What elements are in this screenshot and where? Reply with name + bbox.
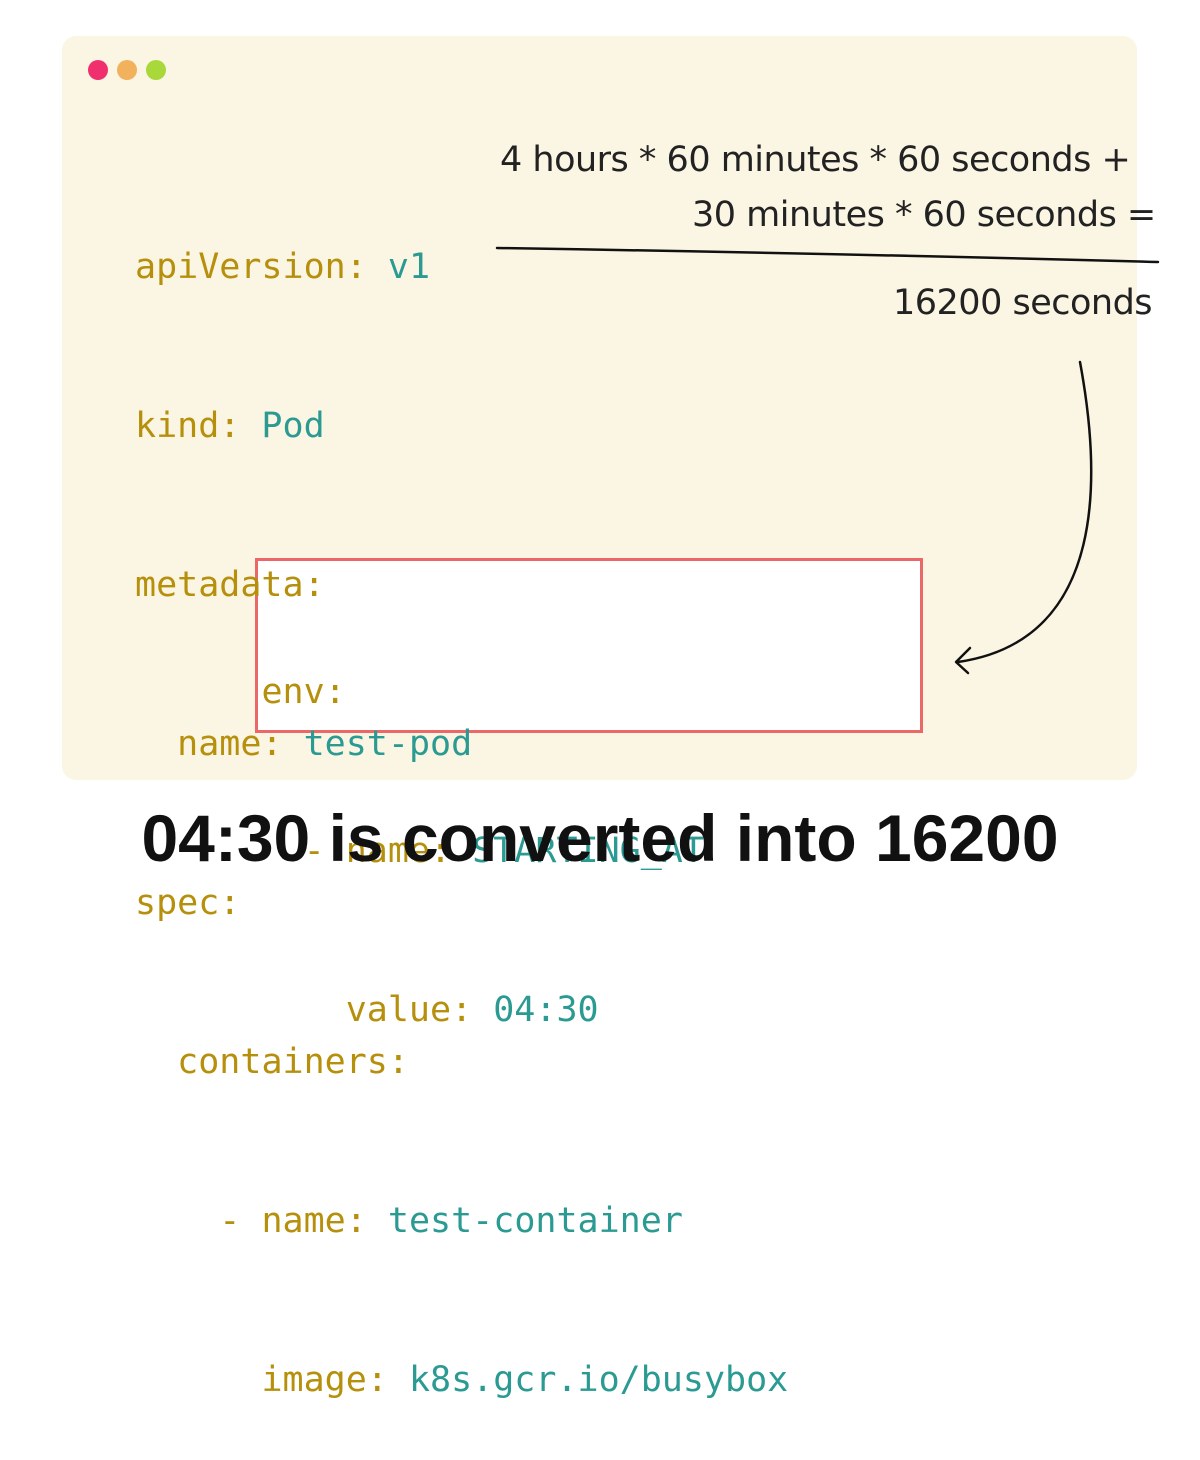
- code-line: - name: test-container: [219, 1201, 683, 1241]
- minimize-dot-icon: [117, 60, 137, 80]
- code-line: env:: [261, 672, 346, 712]
- arrowhead-icon: [954, 646, 972, 675]
- annotation-overlay: [495, 246, 1160, 675]
- code-line: image: k8s.gcr.io/busybox: [261, 1360, 789, 1400]
- maximize-dot-icon: [146, 60, 166, 80]
- code-line: name: test-pod: [177, 724, 473, 764]
- code-line: metadata:: [135, 565, 325, 605]
- env-highlight-box: [255, 558, 923, 733]
- close-dot-icon: [88, 60, 108, 80]
- code-line: value: 04:30: [345, 990, 599, 1030]
- curved-arrow-line: [956, 360, 1093, 664]
- annotation-line-2: 30 minutes * 60 seconds =: [692, 195, 1156, 235]
- code-line: apiVersion: v1: [135, 247, 431, 287]
- annotation-line-1: 4 hours * 60 minutes * 60 seconds +: [500, 140, 1131, 180]
- window-controls: [88, 60, 166, 80]
- code-line: kind: Pod: [135, 406, 325, 446]
- annotation-result: 16200 seconds: [893, 283, 1153, 323]
- caption-title: 04:30 is converted into 16200: [141, 801, 1059, 875]
- sum-divider-line: [495, 246, 1160, 264]
- code-line: - name: STARTING_AT: [303, 831, 704, 871]
